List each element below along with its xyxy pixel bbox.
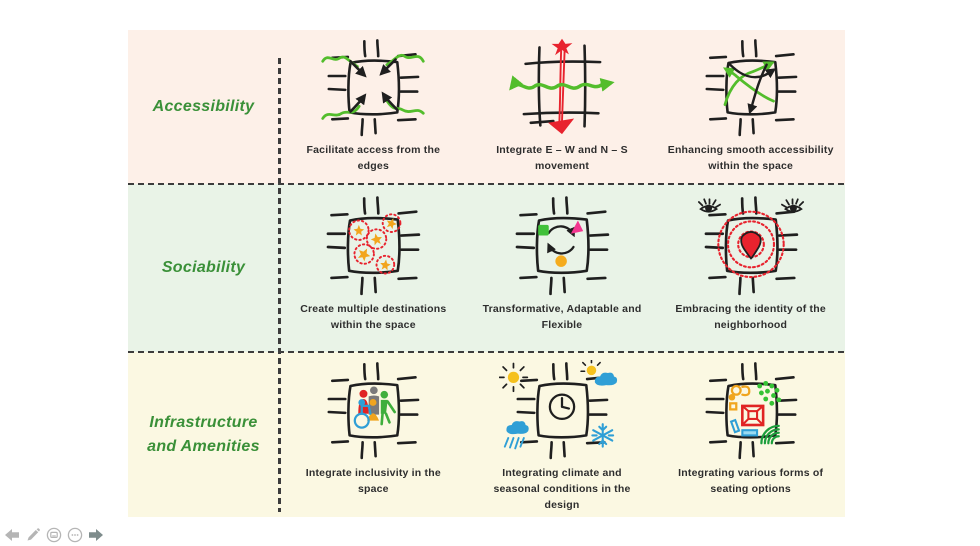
cell-ew-ns-movement: Integrate E – W and N – S movement [468, 30, 657, 184]
slide-navigator-button[interactable] [45, 526, 62, 543]
ew-ns-movement-icon [509, 38, 615, 135]
caption: Integrate E – W and N – S movement [496, 144, 628, 172]
caption: Create multiple destinations within the … [300, 303, 447, 331]
caption: Integrating various forms of seating opt… [678, 467, 824, 495]
row-sociability: Sociability [128, 184, 845, 352]
row-divider [128, 350, 845, 353]
caption: Enhancing smooth accessibility within th… [667, 144, 834, 172]
central-pavilion [740, 404, 765, 427]
rain-cloud-icon [503, 421, 529, 450]
row-label-cell: Infrastructure and Amenities [128, 352, 279, 517]
eye-icon [780, 198, 804, 213]
next-arrow-icon [88, 528, 103, 541]
caption: Embracing the identity of the neighborho… [675, 303, 826, 331]
wheelchair-icon [354, 399, 372, 429]
multiple-destinations-icon [319, 194, 427, 300]
row-label-cell: Accessibility [128, 30, 279, 184]
row-label-cell: Sociability [128, 184, 279, 352]
row-accessibility: Accessibility [128, 30, 845, 184]
smooth-accessibility-icon [698, 37, 804, 141]
cell-smooth-accessibility: Enhancing smooth accessibility within th… [656, 30, 845, 184]
amphitheater-arcs [759, 424, 780, 445]
sun-cloud-icon [580, 360, 618, 386]
caption: Transformative, Adaptable and Flexible [482, 303, 642, 331]
caption: Facilitate access from the edges [306, 144, 441, 172]
cell-seating-options: Integrating various forms of seating opt… [656, 352, 845, 517]
inclusivity-icon [320, 360, 426, 464]
previous-arrow-icon [4, 528, 19, 541]
eye-icon [697, 198, 721, 213]
more-options-button[interactable] [66, 526, 83, 543]
row-label-accessibility: Accessibility [152, 98, 255, 115]
edges-access-icon [321, 37, 425, 141]
table-chairs-doodle [728, 384, 751, 411]
cell-adaptable-flexible: Transformative, Adaptable and Flexible [468, 184, 657, 352]
cell-inclusivity: Integrate inclusivity in the space [279, 352, 468, 517]
sun-icon [499, 362, 529, 393]
pen-button[interactable] [24, 526, 41, 543]
previous-slide-button[interactable] [3, 526, 20, 543]
benches-doodle [729, 418, 758, 437]
snowflake-icon [591, 423, 615, 448]
cell-multiple-destinations: Create multiple destinations within the … [279, 184, 468, 352]
more-options-icon [67, 527, 82, 542]
row-label-infrastructure: Infrastructure and Amenities [147, 413, 260, 455]
row-label-sociability: Sociability [161, 259, 246, 276]
design-principles-matrix: Accessibility [128, 30, 845, 517]
row-divider [128, 182, 845, 185]
next-slide-button[interactable] [87, 526, 104, 543]
neighborhood-identity-icon [697, 196, 804, 296]
caption: Integrating climate and seasonal conditi… [493, 467, 631, 511]
climate-seasons-icon [499, 360, 618, 460]
cell-neighborhood-identity: Embracing the identity of the neighborho… [656, 184, 845, 352]
presenter-toolbar [3, 526, 104, 543]
seating-options-icon [698, 360, 804, 464]
slide-navigator-icon [46, 527, 61, 542]
caption: Integrate inclusivity in the space [305, 467, 441, 495]
pen-icon [27, 527, 40, 540]
green-dots-cluster [756, 380, 781, 406]
cell-climate-seasons: Integrating climate and seasonal conditi… [468, 352, 657, 517]
clock-icon [548, 393, 576, 421]
cell-access-from-edges: Facilitate access from the edges [279, 30, 468, 184]
label-column-divider [278, 58, 281, 512]
adaptable-cycle-icon [508, 194, 616, 300]
row-infrastructure: Infrastructure and Amenities [128, 352, 845, 517]
